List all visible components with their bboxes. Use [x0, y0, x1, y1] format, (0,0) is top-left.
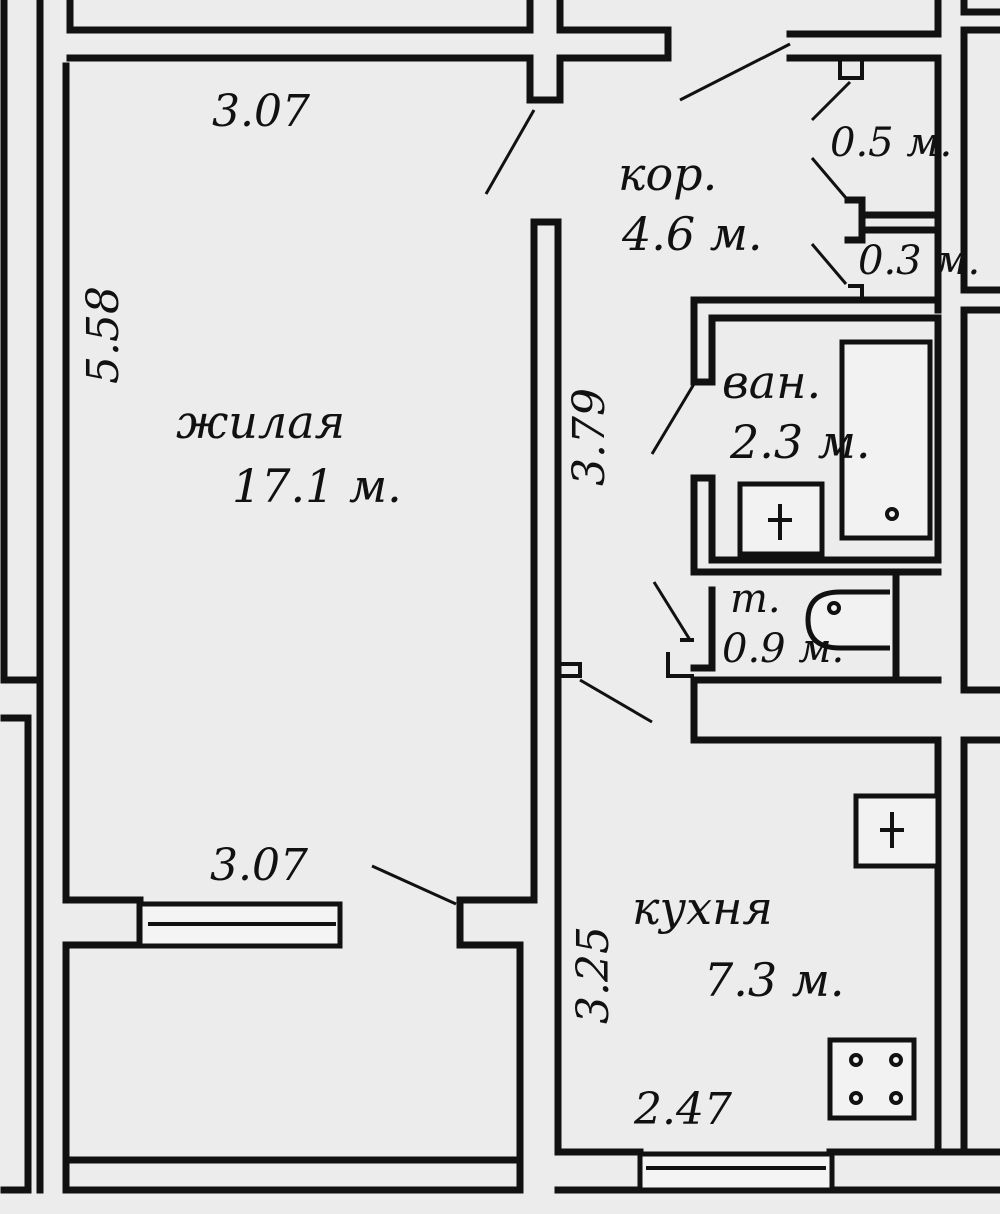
closet-upper — [838, 58, 864, 80]
living-wall-left — [62, 62, 144, 1194]
labels: 3.07 5.58 3.79 3.07 3.25 2.47 жилая 17.1… — [78, 86, 980, 1135]
right-wall-2 — [960, 26, 1000, 294]
windows — [137, 901, 835, 1193]
closet-divider — [844, 196, 942, 244]
corridor-name: кор. — [618, 147, 717, 201]
dim-living-bottom: 3.07 — [210, 840, 308, 891]
stove-burner-2 — [889, 1053, 903, 1067]
dim-living-left: 5.58 — [78, 286, 129, 384]
top-wall-upper — [66, 0, 534, 34]
toilet-door-stub — [666, 638, 694, 678]
closet-lower-area: 0.3 м. — [858, 238, 980, 284]
fixtures — [737, 339, 941, 1121]
stove-burner-3 — [849, 1091, 863, 1105]
living-room-area: 17.1 м. — [232, 459, 402, 513]
toilet-name: т. — [730, 576, 781, 622]
kitchen-door-stub — [558, 662, 582, 678]
living-room-name: жилая — [176, 395, 345, 449]
closet-mid-swing — [810, 157, 848, 199]
outer-wall-left-upper — [0, 0, 44, 684]
bath-wall-top — [690, 296, 942, 314]
bathtub — [839, 339, 933, 541]
corridor-area: 4.6 м. — [621, 207, 763, 261]
right-wall-1 — [960, 0, 1000, 16]
kitchen-area: 7.3 м. — [704, 953, 845, 1007]
closet-lower-swing — [810, 243, 848, 285]
bath-name: ван. — [722, 355, 821, 409]
bath-wall-left-lower — [690, 314, 942, 564]
kitchen-sink-tap-icon — [880, 812, 904, 848]
bath-wall-left-lower-outer — [690, 474, 942, 576]
toilet-door-swing — [652, 581, 692, 641]
kitchen-door-swing — [579, 678, 653, 724]
stove — [827, 1037, 917, 1121]
toilet-wall-bottom-outer — [690, 676, 942, 1156]
bath-area: 2.3 м. — [729, 415, 871, 469]
toilet-bowl-hole — [827, 601, 841, 615]
dim-living-top: 3.07 — [212, 86, 310, 137]
kitchen-name: кухня — [632, 881, 773, 935]
stove-burner-4 — [889, 1091, 903, 1105]
outer-wall-left-lower — [0, 714, 32, 1194]
bath-door-swing — [650, 383, 696, 455]
bath-wall-left — [690, 296, 716, 386]
right-wall-3 — [960, 306, 1000, 694]
central-partition-left — [456, 218, 538, 1194]
kitchen-window — [637, 1151, 835, 1193]
bathtub-drain — [885, 507, 899, 521]
dim-kitchen-bottom: 2.47 — [633, 1084, 732, 1135]
closet-upper-swing — [810, 80, 852, 122]
right-wall-4 — [960, 736, 1000, 1156]
toilet-area: 0.9 м. — [722, 626, 844, 672]
corridor-top — [786, 0, 942, 38]
closet-upper-area: 0.5 м. — [830, 120, 952, 166]
balcony-door-swing — [371, 864, 457, 906]
door-swings — [371, 42, 852, 906]
dim-living-right: 3.79 — [564, 388, 615, 486]
top-wall-upper-right — [66, 0, 672, 104]
dim-kitchen-left: 3.25 — [568, 926, 619, 1024]
living-door-swing — [484, 109, 536, 195]
stove-burner-1 — [849, 1053, 863, 1067]
toilet-wall-left — [690, 586, 716, 672]
entrance-door-swing — [679, 42, 791, 102]
washbasin-tap-icon — [768, 504, 792, 540]
